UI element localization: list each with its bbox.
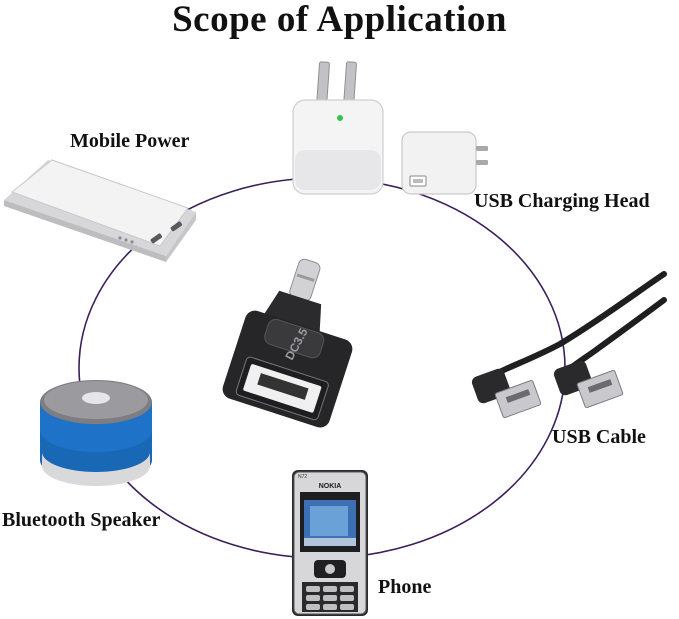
- label-bluetooth-speaker: Bluetooth Speaker: [2, 509, 161, 531]
- page-title: Scope of Application: [172, 0, 507, 40]
- phone-status-text: N72: [298, 474, 307, 480]
- label-mobile-power: Mobile Power: [70, 130, 190, 152]
- wall-charger-image: [292, 61, 384, 195]
- label-phone: Phone: [378, 576, 432, 598]
- phone-brand-logo: NOKIA: [319, 483, 342, 490]
- dc-usb-adapter-image: [222, 258, 353, 428]
- usb-cable-image: [471, 271, 667, 418]
- label-usb-cable: USB Cable: [552, 426, 646, 448]
- usb-charging-head-image: [401, 131, 488, 195]
- bluetooth-speaker-image: [40, 380, 152, 486]
- nokia-phone-image: [292, 470, 368, 616]
- label-usb-charging-head: USB Charging Head: [474, 190, 650, 212]
- power-bank-image: [4, 159, 196, 262]
